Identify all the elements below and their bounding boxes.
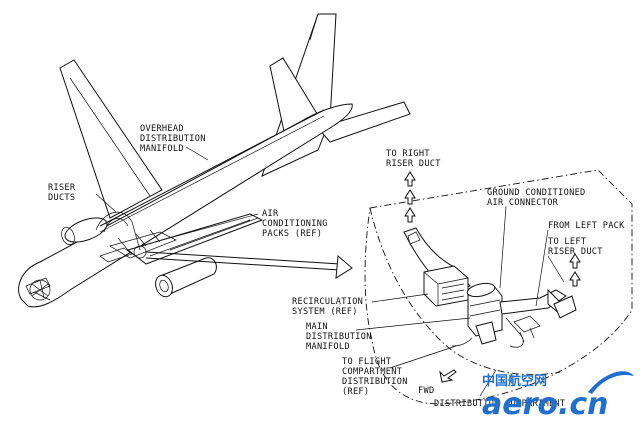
leader-lines xyxy=(95,146,565,397)
label-ground-conditioned-air-connector: GROUND CONDITIONED AIR CONNECTOR xyxy=(487,188,586,208)
airplane-illustration xyxy=(18,13,411,308)
svg-text:AIR: AIR xyxy=(262,209,279,219)
label-main-distribution-manifold: MAIN DISTRIBUTION MANIFOLD xyxy=(306,322,372,352)
left-riser-arrows xyxy=(569,253,581,287)
svg-text:DUCTS: DUCTS xyxy=(48,193,75,203)
aero-cn-watermark: 中国航空网 aero.cn xyxy=(482,371,634,422)
svg-text:COMPARTMENT: COMPARTMENT xyxy=(342,367,402,377)
right-riser-arrows xyxy=(404,171,416,223)
svg-text:AIR CONNECTOR: AIR CONNECTOR xyxy=(487,198,559,208)
svg-text:TO RIGHT: TO RIGHT xyxy=(386,149,430,159)
label-from-left-pack: FROM LEFT PACK xyxy=(548,221,625,231)
svg-text:MAIN: MAIN xyxy=(306,322,328,332)
svg-text:RISER: RISER xyxy=(48,183,76,193)
svg-text:DISTRIBUTION COMPARTMENT: DISTRIBUTION COMPARTMENT xyxy=(434,399,565,409)
svg-text:DISTRIBUTION: DISTRIBUTION xyxy=(306,332,372,342)
label-to-flight-compartment: TO FLIGHT COMPARTMENT DISTRIBUTION (REF) xyxy=(342,357,408,397)
svg-text:RECIRCULATION: RECIRCULATION xyxy=(292,297,363,307)
svg-text:PACKS (REF): PACKS (REF) xyxy=(262,229,322,239)
label-fwd: FWD xyxy=(418,386,434,396)
label-air-conditioning-packs: AIR CONDITIONING PACKS (REF) xyxy=(262,209,328,239)
recirculation-unit xyxy=(423,265,469,307)
label-distribution-compartment: DISTRIBUTION COMPARTMENT xyxy=(434,399,565,409)
svg-text:DISTRIBUTION: DISTRIBUTION xyxy=(342,377,408,387)
label-riser-ducts: RISER DUCTS xyxy=(48,183,76,203)
svg-text:FWD: FWD xyxy=(418,386,434,396)
svg-text:CONDITIONING: CONDITIONING xyxy=(262,219,328,229)
svg-text:中国航空网: 中国航空网 xyxy=(482,373,547,389)
label-recirculation-system: RECIRCULATION SYSTEM (REF) xyxy=(292,297,363,317)
svg-text:RISER DUCT: RISER DUCT xyxy=(548,247,603,257)
mix-manifold xyxy=(466,282,503,345)
svg-text:GROUND CONDITIONED: GROUND CONDITIONED xyxy=(487,188,586,198)
svg-text:TO FLIGHT: TO FLIGHT xyxy=(342,357,391,367)
svg-text:SYSTEM (REF): SYSTEM (REF) xyxy=(292,307,358,317)
svg-text:DISTRIBUTION: DISTRIBUTION xyxy=(140,134,206,144)
svg-text:MANIFOLD: MANIFOLD xyxy=(306,342,350,352)
svg-text:RISER DUCT: RISER DUCT xyxy=(386,159,441,169)
label-overhead-distribution-manifold: OVERHEAD DISTRIBUTION MANIFOLD xyxy=(140,124,206,154)
svg-text:MANIFOLD: MANIFOLD xyxy=(140,144,184,154)
svg-text:(REF): (REF) xyxy=(342,387,369,397)
svg-text:aero.cn: aero.cn xyxy=(482,387,609,422)
label-to-left-riser-duct: TO LEFT RISER DUCT xyxy=(548,237,603,257)
svg-text:FROM LEFT PACK: FROM LEFT PACK xyxy=(548,221,625,231)
fwd-arrow xyxy=(439,369,457,383)
callout-arrow xyxy=(145,251,353,279)
svg-text:OVERHEAD: OVERHEAD xyxy=(140,124,184,134)
label-to-right-riser-duct: TO RIGHT RISER DUCT xyxy=(386,149,441,169)
watermark-swoosh xyxy=(588,371,634,394)
svg-text:TO LEFT: TO LEFT xyxy=(548,237,586,247)
detail-view xyxy=(364,169,633,405)
